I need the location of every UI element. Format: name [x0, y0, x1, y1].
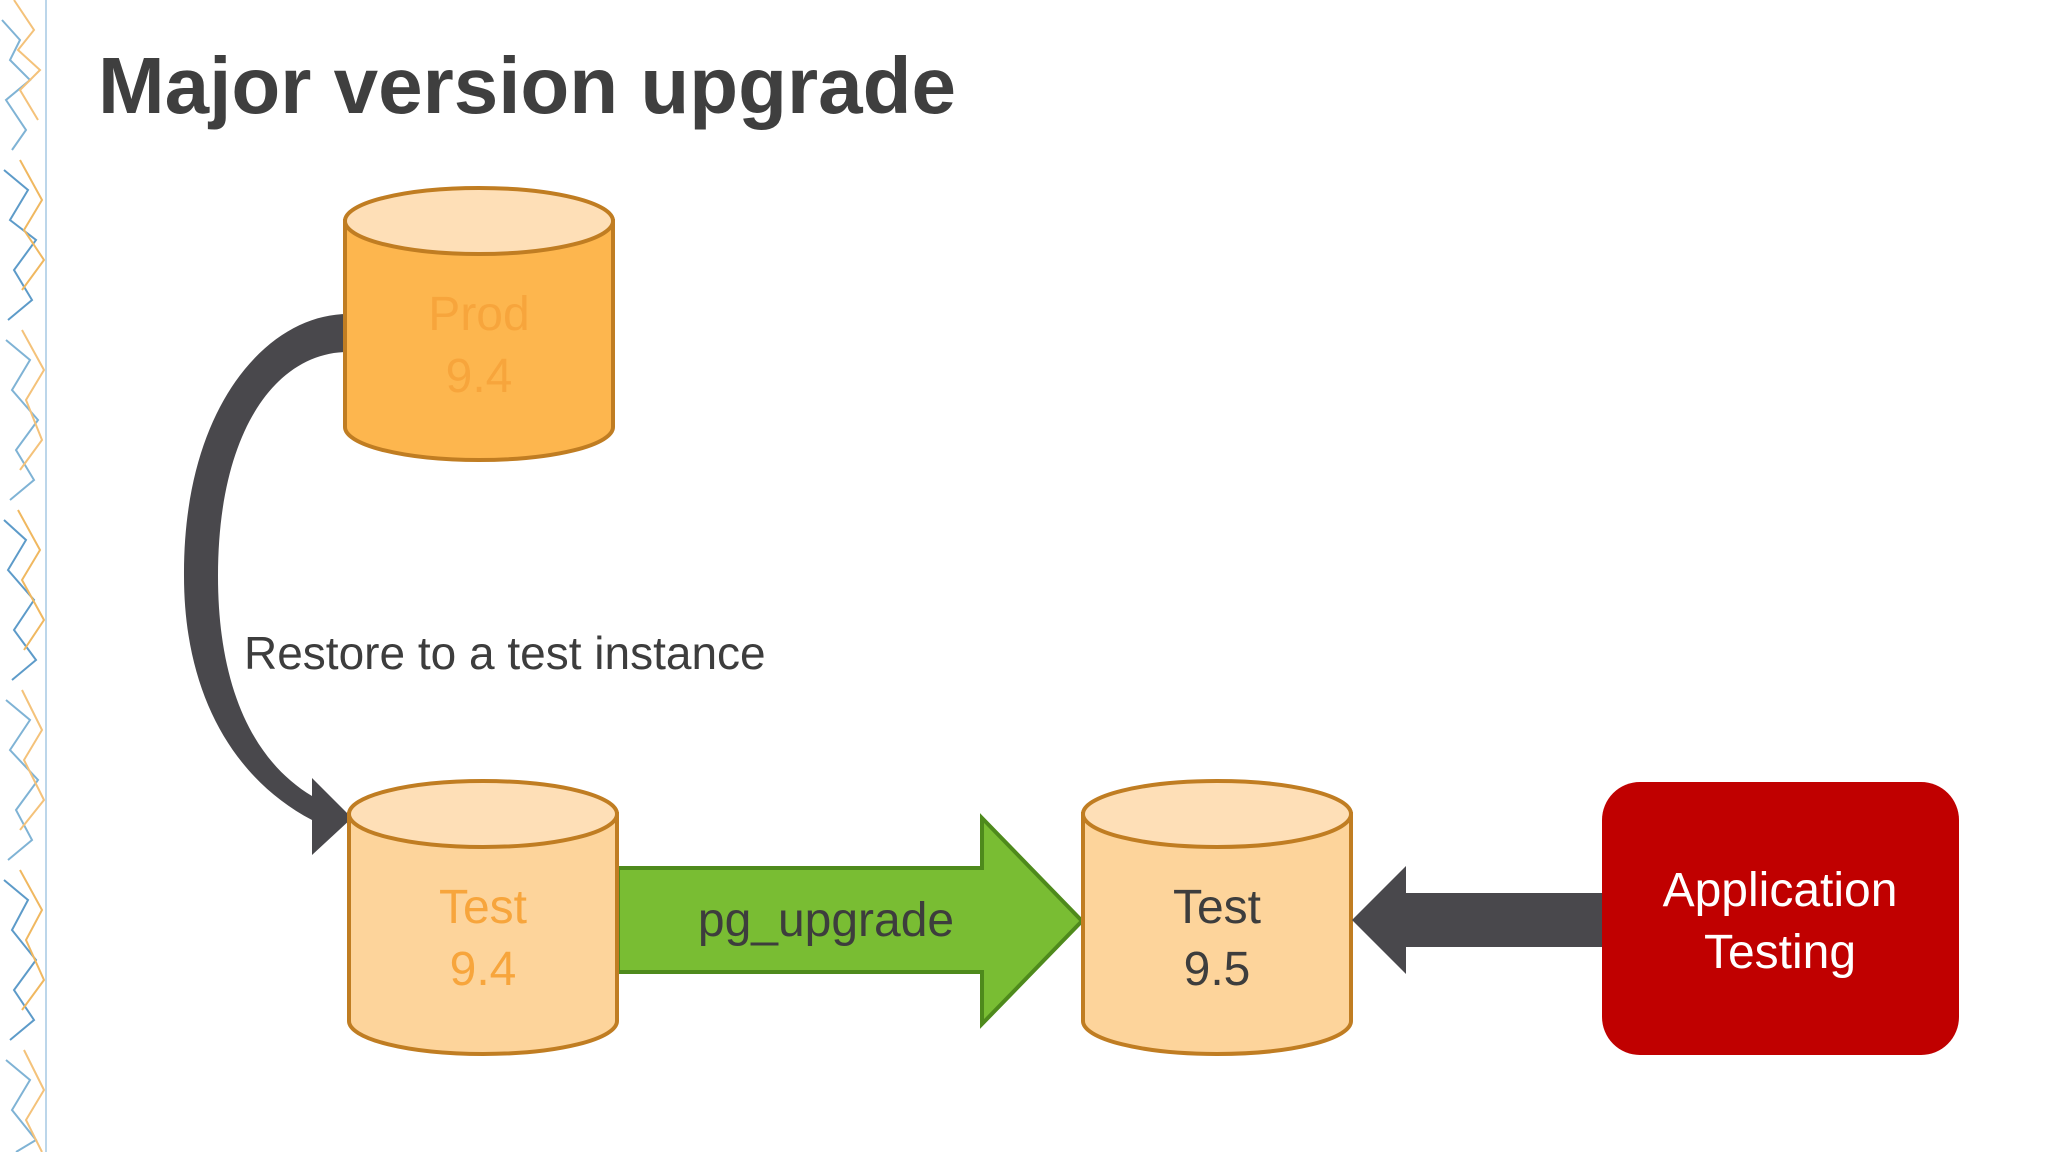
- test-db-new-name: Test: [1173, 881, 1261, 934]
- test-db-old-name: Test: [439, 881, 527, 934]
- pg-upgrade-label: pg_upgrade: [698, 894, 954, 947]
- app-testing-arrow: [1352, 866, 1604, 974]
- test-db-old-version: 9.4: [450, 943, 517, 996]
- pg-upgrade-arrow: [616, 813, 1085, 1029]
- prod-db-name: Prod: [428, 288, 529, 341]
- application-testing-box: Application Testing: [1602, 782, 1959, 1055]
- app-testing-line1: Application: [1663, 864, 1898, 917]
- restore-arrow: [183, 314, 352, 855]
- decorative-side-pattern: [1, 0, 47, 1152]
- app-testing-line2: Testing: [1704, 926, 1856, 979]
- restore-label: Restore to a test instance: [244, 627, 766, 679]
- test-db-new-version: 9.5: [1184, 943, 1251, 996]
- prod-database-cylinder: Prod 9.4: [343, 186, 615, 462]
- prod-db-version: 9.4: [446, 350, 513, 403]
- slide-title: Major version upgrade: [98, 41, 956, 130]
- test-database-old-cylinder: Test 9.4: [347, 779, 619, 1056]
- test-database-new-cylinder: Test 9.5: [1081, 779, 1353, 1056]
